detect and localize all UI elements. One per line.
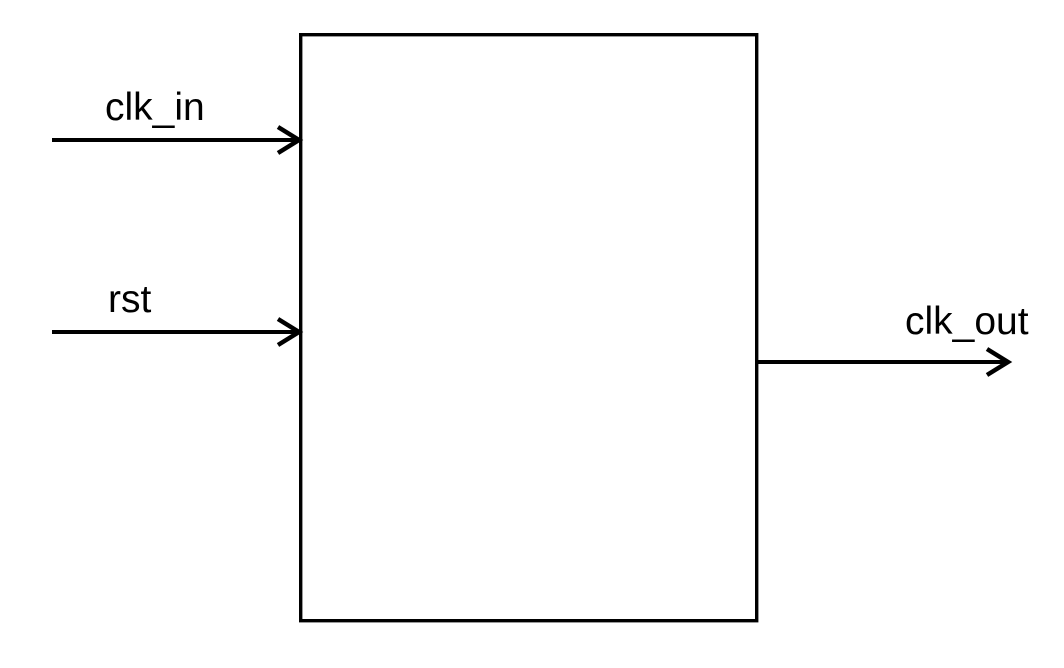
port-label-clk-out: clk_out: [905, 300, 1029, 343]
port-wire-rst[interactable]: [52, 317, 304, 347]
clk-out-arrowhead: [985, 347, 1013, 377]
port-label-rst: rst: [108, 278, 151, 321]
rst-arrowhead: [276, 317, 304, 347]
port-label-clk-in: clk_in: [105, 86, 205, 129]
module-block[interactable]: [299, 33, 759, 623]
port-wire-clk-out[interactable]: [758, 347, 1013, 377]
port-wire-clk-in[interactable]: [52, 125, 304, 155]
clk-in-arrowhead: [276, 125, 304, 155]
